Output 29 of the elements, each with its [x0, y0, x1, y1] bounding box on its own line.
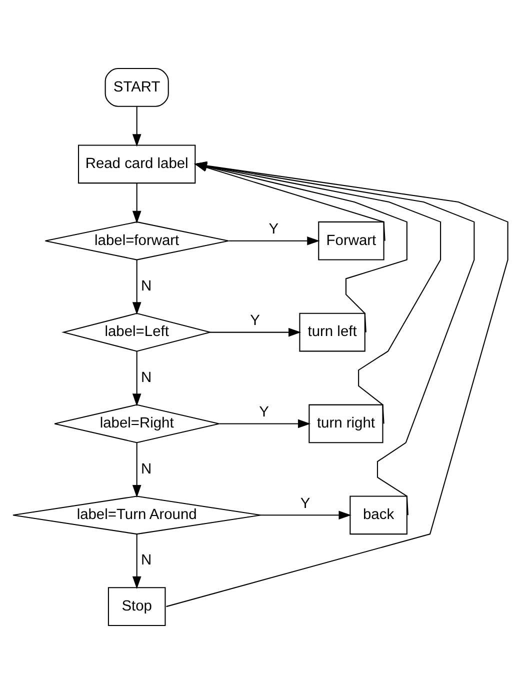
arrow [210, 328, 301, 337]
edge-label: N [140, 370, 152, 386]
arrow [132, 183, 141, 224]
arrow [228, 236, 320, 246]
edge-label: N [140, 461, 152, 478]
node-box: Forwart [318, 221, 384, 260]
edge-label: N [140, 552, 152, 569]
node-diamond: label=Left [60, 312, 212, 352]
edge-label: Y [258, 404, 268, 421]
node-box: turn right [308, 404, 383, 444]
node-box: turn left [298, 312, 365, 352]
arrow [132, 260, 141, 315]
edge-label: Y [250, 313, 260, 330]
node-box: back [349, 496, 407, 535]
node-diamond: label=Right [54, 404, 220, 444]
edge-label: Y [268, 222, 278, 238]
node-diamond: label=forwart [44, 221, 228, 260]
arrow [132, 534, 141, 590]
arrow [260, 510, 351, 520]
arrow [218, 419, 310, 428]
arrow [132, 351, 141, 406]
edge-label: N [140, 278, 152, 294]
edge-label: Y [300, 496, 310, 512]
arrow [132, 106, 141, 147]
node-diamond: label=Turn Around [12, 496, 261, 535]
node-box: Read card label [78, 144, 196, 184]
node-box: START [104, 68, 168, 107]
node-box: Stop [107, 587, 166, 626]
arrow [132, 442, 141, 498]
